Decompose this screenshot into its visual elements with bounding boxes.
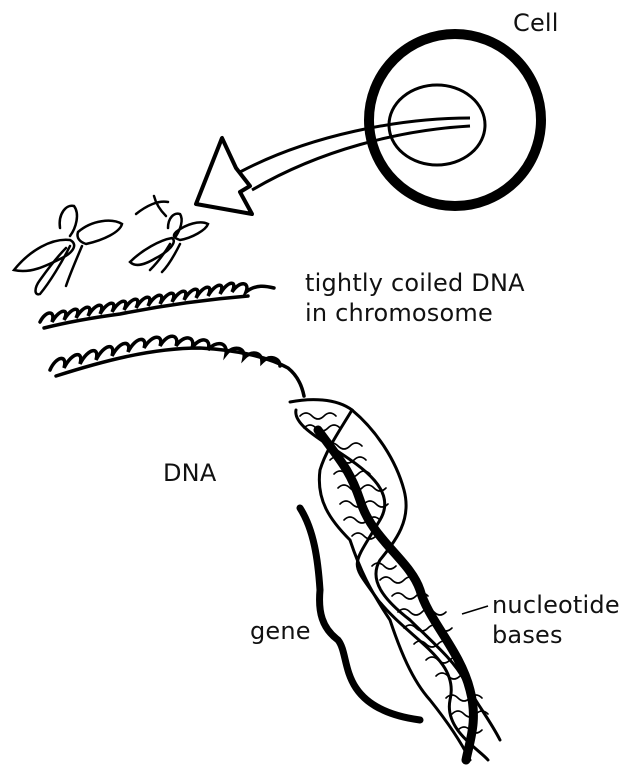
gene-label: gene <box>250 616 311 646</box>
cell-illustration <box>369 34 541 206</box>
chromosome-right <box>130 196 208 272</box>
arrow-shaft-inner <box>252 126 470 190</box>
nucleotide-bases-label: nucleotide bases <box>492 590 620 650</box>
nucleotide-leader-line <box>462 606 488 614</box>
cell-label: Cell <box>513 8 559 38</box>
chromosome-left <box>14 206 122 295</box>
cell-nucleus <box>389 85 485 165</box>
helix-rail-right <box>352 410 500 740</box>
coiled-dna-upper <box>40 283 274 328</box>
nucleotide-label-line2: bases <box>492 620 620 650</box>
coiled-dna-label: tightly coiled DNA in chromosome <box>305 268 525 328</box>
nucleotide-label-line1: nucleotide <box>492 590 620 620</box>
dna-label: DNA <box>163 458 216 488</box>
coiled-dna-lower <box>50 336 304 396</box>
cell-membrane <box>369 34 541 206</box>
coiled-dna-label-line1: tightly coiled DNA <box>305 268 525 298</box>
arrow-head <box>196 138 252 214</box>
coiled-dna-label-line2: in chromosome <box>305 298 525 328</box>
